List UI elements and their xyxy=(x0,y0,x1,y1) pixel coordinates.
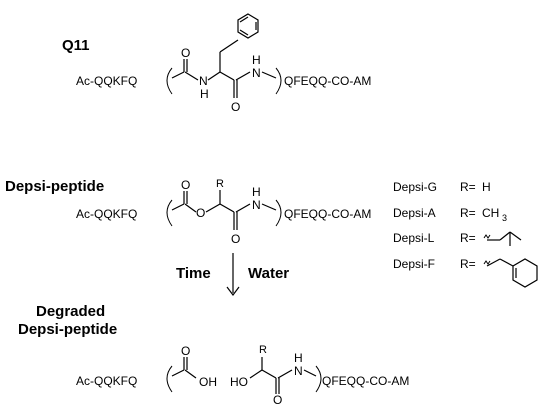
degraded-amide-h: H xyxy=(294,351,303,365)
depsi-r-group: R xyxy=(216,178,224,190)
degraded-right-bracket xyxy=(315,365,322,393)
isobutyl-substituent-icon xyxy=(483,231,522,246)
q11-carbonyl-o2: O xyxy=(231,100,240,114)
q11-phenyl-ring xyxy=(237,13,259,39)
variant-r-label-a: R= xyxy=(460,206,476,220)
variant-r-label-f: R= xyxy=(460,257,476,271)
degraded-acid-oh: OH xyxy=(199,375,217,389)
q11-amide-n2: N xyxy=(252,66,261,80)
depsi-structure: Depsi-peptide Ac-QQKFQ O O R O N H QFEQQ… xyxy=(5,178,371,246)
depsi-right-fragment: QFEQQ-CO-AM xyxy=(284,207,371,221)
degraded-carbonyl-o2: O xyxy=(273,393,282,406)
degraded-title-line2: Depsi-peptide xyxy=(18,321,117,338)
q11-amide-n1: N xyxy=(199,74,208,88)
variant-r-subscript-a: 3 xyxy=(502,213,507,223)
q11-left-fragment: Ac-QQKFQ xyxy=(76,74,137,88)
q11-carbonyl-o1: O xyxy=(181,46,190,60)
variant-name-l: Depsi-L xyxy=(393,231,435,245)
q11-structure: Q11 Ac-QQKFQ O N H O N H QFEQQ-CO-AM xyxy=(62,13,371,114)
variant-list: Depsi-G R= H Depsi-A R= CH 3 Depsi-L R= … xyxy=(393,180,538,288)
arrow-label-time: Time xyxy=(176,265,211,282)
degraded-left-fragment: Ac-QQKFQ xyxy=(76,374,137,388)
q11-amide-h1: H xyxy=(200,87,209,101)
degraded-carbonyl-o1: O xyxy=(181,344,190,358)
variant-r-value-a: CH xyxy=(482,206,499,220)
variant-name-f: Depsi-F xyxy=(393,257,435,271)
degraded-amide-n: N xyxy=(294,364,303,378)
q11-right-fragment: QFEQQ-CO-AM xyxy=(284,74,371,88)
arrow-label-water: Water xyxy=(248,265,289,282)
q11-right-bracket xyxy=(275,67,282,95)
variant-r-label-l: R= xyxy=(460,231,476,245)
reaction-arrow: Time Water xyxy=(176,253,289,296)
degraded-title-line1: Degraded xyxy=(36,303,105,320)
degraded-right-fragment: QFEQQ-CO-AM xyxy=(322,374,409,388)
depsi-left-fragment: Ac-QQKFQ xyxy=(76,207,137,221)
variant-name-g: Depsi-G xyxy=(393,180,437,194)
depsi-left-bracket xyxy=(166,199,173,227)
q11-left-bracket xyxy=(166,67,173,95)
benzyl-substituent-icon xyxy=(483,258,538,288)
variant-r-label-g: R= xyxy=(460,180,476,194)
depsi-amide-n: N xyxy=(252,198,261,212)
degraded-r-group: R xyxy=(259,344,267,356)
depsi-ester-o: O xyxy=(196,206,205,220)
depsi-title: Depsi-peptide xyxy=(5,178,104,195)
degraded-structure: Degraded Depsi-peptide Ac-QQKFQ O OH HO … xyxy=(18,303,409,406)
degraded-left-bracket xyxy=(166,365,173,393)
depsi-amide-h: H xyxy=(252,185,261,199)
depsi-carbonyl-o2: O xyxy=(231,232,240,246)
variant-name-a: Depsi-A xyxy=(393,206,436,220)
depsi-carbonyl-o1: O xyxy=(181,178,190,192)
q11-amide-h2: H xyxy=(252,53,261,67)
q11-title: Q11 xyxy=(62,37,90,54)
degraded-hydroxyl-ho: HO xyxy=(230,375,248,389)
variant-r-value-g: H xyxy=(482,180,491,194)
depsi-right-bracket xyxy=(275,199,282,227)
